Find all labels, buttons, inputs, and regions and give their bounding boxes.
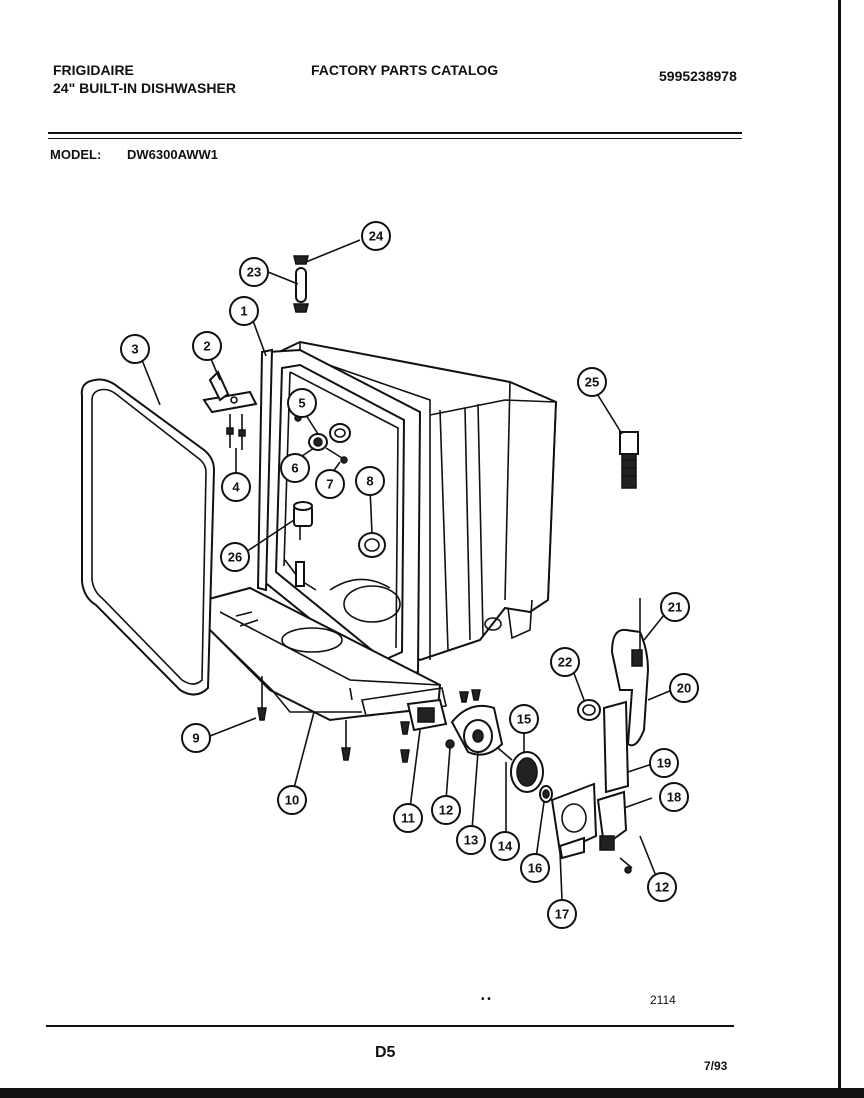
- svg-text:18: 18: [667, 790, 681, 805]
- callout-5: 5: [287, 388, 317, 418]
- callout-12-right: 12: [647, 872, 677, 902]
- svg-text:14: 14: [498, 839, 513, 854]
- hinge-bracket: [202, 370, 258, 450]
- svg-text:3: 3: [131, 342, 138, 357]
- svg-text:10: 10: [285, 793, 299, 808]
- svg-text:25: 25: [585, 375, 599, 390]
- svg-text:20: 20: [677, 681, 691, 696]
- motor-group: [406, 689, 553, 803]
- callout-9: 9: [181, 723, 211, 753]
- product-description: 24" BUILT-IN DISHWASHER: [53, 80, 236, 96]
- catalog-number: 5995238978: [659, 68, 737, 84]
- svg-text:8: 8: [366, 474, 373, 489]
- callout-21: 21: [660, 592, 690, 622]
- callout-22: 22: [550, 647, 580, 677]
- svg-text:22: 22: [558, 655, 572, 670]
- svg-text:12: 12: [439, 803, 453, 818]
- page-code: D5: [375, 1044, 396, 1061]
- hose-fitting: [619, 431, 639, 489]
- model-label: MODEL:: [50, 147, 102, 162]
- callout-14: 14: [490, 831, 520, 861]
- door-gasket: [80, 378, 216, 696]
- svg-text:21: 21: [668, 600, 682, 615]
- svg-text:2: 2: [203, 339, 210, 354]
- base-tray: [188, 586, 447, 722]
- svg-text:6: 6: [291, 461, 298, 476]
- svg-text:9: 9: [192, 731, 199, 746]
- svg-text:5: 5: [298, 396, 305, 411]
- callout-8: 8: [355, 466, 385, 496]
- callout-17: 17: [547, 899, 577, 929]
- heater-and-hose-parts: [577, 598, 650, 874]
- model-number: DW6300AWW1: [127, 147, 219, 162]
- float-switch: [293, 501, 313, 540]
- tub-assembly: [256, 340, 558, 682]
- pump-bracket: [550, 782, 598, 860]
- callout-1: 1: [229, 296, 259, 326]
- vent-tube: [293, 255, 309, 313]
- page-border-right: [838, 0, 841, 1098]
- svg-text:15: 15: [517, 712, 531, 727]
- callout-3: 3: [120, 334, 150, 364]
- callout-6: 6: [280, 453, 310, 483]
- revision-date: 7/93: [704, 1059, 728, 1073]
- svg-text:17: 17: [555, 907, 569, 922]
- svg-text:7: 7: [326, 477, 333, 492]
- callout-24: 24: [361, 221, 391, 251]
- callout-23: 23: [239, 257, 269, 287]
- callout-26: 26: [220, 542, 250, 572]
- callout-11: 11: [393, 803, 423, 833]
- callout-4: 4: [221, 472, 251, 502]
- svg-text:23: 23: [247, 265, 261, 280]
- svg-text:19: 19: [657, 756, 671, 771]
- callout-15: 15: [509, 704, 539, 734]
- callout-7: 7: [315, 469, 345, 499]
- callout-19: 19: [649, 748, 679, 778]
- svg-text:12: 12: [655, 880, 669, 895]
- svg-text:16: 16: [528, 861, 542, 876]
- callout-25: 25: [577, 367, 607, 397]
- svg-text:26: 26: [228, 550, 242, 565]
- callout-10: 10: [277, 785, 307, 815]
- callout-16: 16: [520, 853, 550, 883]
- brand-name: FRIGIDAIRE: [53, 62, 134, 78]
- drawing-number: 2114: [650, 993, 676, 1007]
- svg-text:4: 4: [232, 480, 240, 495]
- svg-text:13: 13: [464, 833, 478, 848]
- svg-text:11: 11: [401, 811, 415, 826]
- page-border-bottom: [0, 1088, 864, 1098]
- callout-18: 18: [659, 782, 689, 812]
- screws: [257, 676, 410, 763]
- header-rule: [48, 132, 742, 139]
- svg-text:1: 1: [240, 304, 247, 319]
- catalog-title: FACTORY PARTS CATALOG: [311, 62, 499, 78]
- callout-12-left: 12: [431, 795, 461, 825]
- footer-rule: [46, 1025, 734, 1027]
- svg-text:24: 24: [369, 229, 384, 244]
- footer-dots: • •: [481, 994, 491, 1005]
- callout-2: 2: [192, 331, 222, 361]
- callout-13: 13: [456, 825, 486, 855]
- callout-20: 20: [669, 673, 699, 703]
